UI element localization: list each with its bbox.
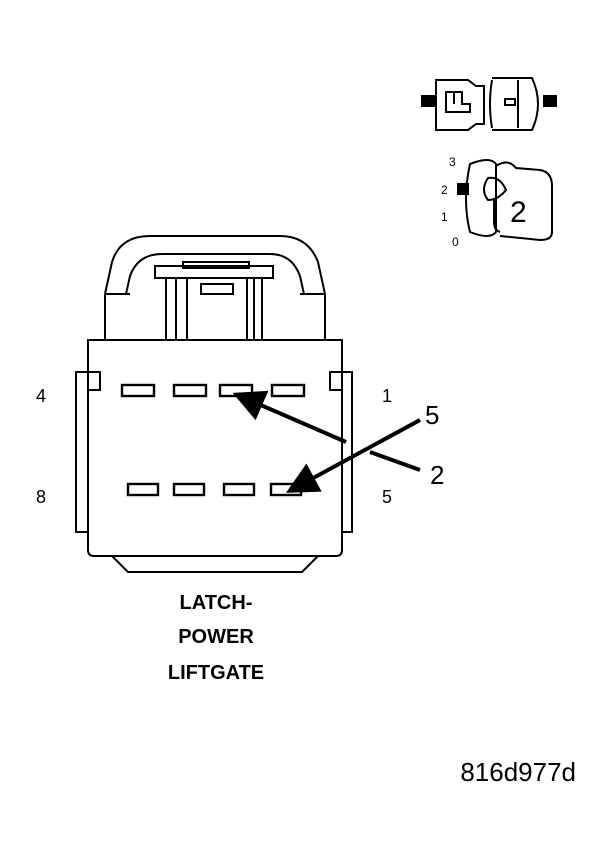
callout-arrow-5 — [285, 418, 421, 493]
cavity-1 — [270, 383, 306, 398]
insert-position-3: 3 — [449, 155, 456, 169]
callout-label-5: 5 — [425, 400, 439, 430]
keyed-insert-icon — [457, 159, 553, 242]
figure-id: 816d977d — [460, 757, 576, 787]
pin-label-1: 1 — [382, 386, 392, 406]
insert-key-number: 2 — [510, 196, 527, 229]
cavity-4 — [120, 383, 156, 398]
pin-label-8: 8 — [36, 487, 46, 507]
cavities-top-row — [120, 383, 306, 398]
cavity-7 — [172, 482, 206, 497]
insert-position-0: 0 — [452, 235, 459, 249]
cavities-bottom-row — [126, 482, 303, 497]
insert-position-1: 1 — [441, 210, 448, 224]
pin-label-4: 4 — [36, 386, 46, 406]
caption-line-1: LATCH- — [180, 592, 253, 614]
cavity-6 — [222, 482, 256, 497]
insert-position-2: 2 — [441, 183, 448, 197]
callout-arrow-2-tail — [369, 450, 421, 472]
pin-label-5: 5 — [382, 487, 392, 507]
callout-arrow-2 — [232, 390, 347, 444]
callout-label-2: 2 — [430, 460, 444, 490]
connector-side-view — [421, 77, 557, 131]
cavity-3 — [172, 383, 208, 398]
cavity-8 — [126, 482, 160, 497]
cavity-2 — [218, 383, 254, 398]
caption-line-2: POWER — [178, 626, 254, 648]
connector-body — [75, 235, 353, 573]
caption-line-3: LIFTGATE — [168, 662, 264, 684]
